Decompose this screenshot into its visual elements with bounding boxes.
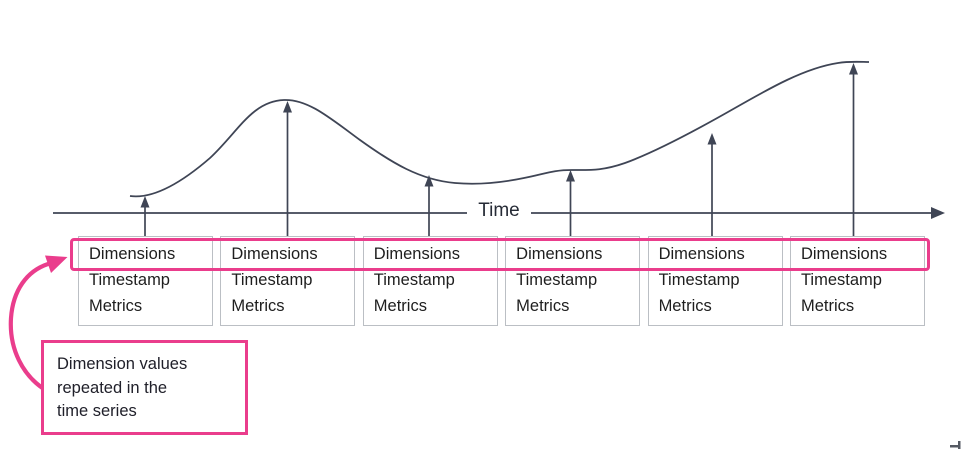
corner-artifact xyxy=(950,441,961,449)
record-field-dimensions: Dimensions xyxy=(231,245,318,263)
sample-arrow-2 xyxy=(283,101,292,236)
record-field-timestamp: Timestamp xyxy=(800,271,882,289)
arrowhead-icon xyxy=(283,101,292,113)
arrowhead-icon xyxy=(566,170,575,182)
record-field-dimensions: Dimensions xyxy=(516,245,603,263)
record-field-dimensions: Dimensions xyxy=(800,245,888,263)
record-field-metrics: Metrics xyxy=(516,297,570,315)
sample-arrow-1 xyxy=(140,196,150,236)
record-boxes-row: Dimensions Timestamp Metrics Dimensions … xyxy=(78,236,925,326)
record-field-timestamp: Timestamp xyxy=(231,271,313,289)
record-field-metrics: Metrics xyxy=(800,297,855,315)
sample-arrow-3 xyxy=(424,175,434,236)
arrowhead-icon xyxy=(849,63,858,75)
record-box: Dimensions Timestamp Metrics xyxy=(78,236,213,326)
record-field-timestamp: Timestamp xyxy=(516,271,598,289)
record-box: Dimensions Timestamp Metrics xyxy=(789,236,925,326)
callout-text: Dimension values repeated in the time se… xyxy=(57,355,188,420)
callout-box: Dimension values repeated in the time se… xyxy=(41,340,248,435)
record-field-metrics: Metrics xyxy=(658,297,712,315)
time-series-curve xyxy=(129,60,870,198)
record-field-metrics: Metrics xyxy=(231,297,285,315)
record-field-dimensions: Dimensions xyxy=(658,245,745,263)
record-field-dimensions: Dimensions xyxy=(373,245,460,263)
sample-arrow-6 xyxy=(849,63,858,236)
arrowhead-icon xyxy=(707,133,717,145)
dimensions-highlight-frame xyxy=(70,238,930,271)
arrowhead-icon xyxy=(140,196,150,208)
record-box: Dimensions Timestamp Metrics xyxy=(505,236,641,326)
record-field-dimensions: Dimensions xyxy=(89,245,176,263)
record-box: Dimensions Timestamp Metrics xyxy=(362,236,498,326)
sample-arrow-4 xyxy=(566,170,575,236)
record-box: Dimensions Timestamp Metrics xyxy=(647,236,783,326)
callout-arrowhead-icon xyxy=(45,255,68,273)
record-field-timestamp: Timestamp xyxy=(658,271,740,289)
record-box: Dimensions Timestamp Metrics xyxy=(220,236,356,326)
record-field-timestamp: Timestamp xyxy=(373,271,455,289)
record-field-timestamp: Timestamp xyxy=(89,271,170,289)
arrowhead-icon xyxy=(424,175,434,187)
time-axis-label: Time xyxy=(478,200,520,221)
record-field-metrics: Metrics xyxy=(89,297,143,315)
record-field-metrics: Metrics xyxy=(373,297,427,315)
sample-arrow-5 xyxy=(707,133,717,236)
axis-arrowhead-icon xyxy=(931,207,945,219)
